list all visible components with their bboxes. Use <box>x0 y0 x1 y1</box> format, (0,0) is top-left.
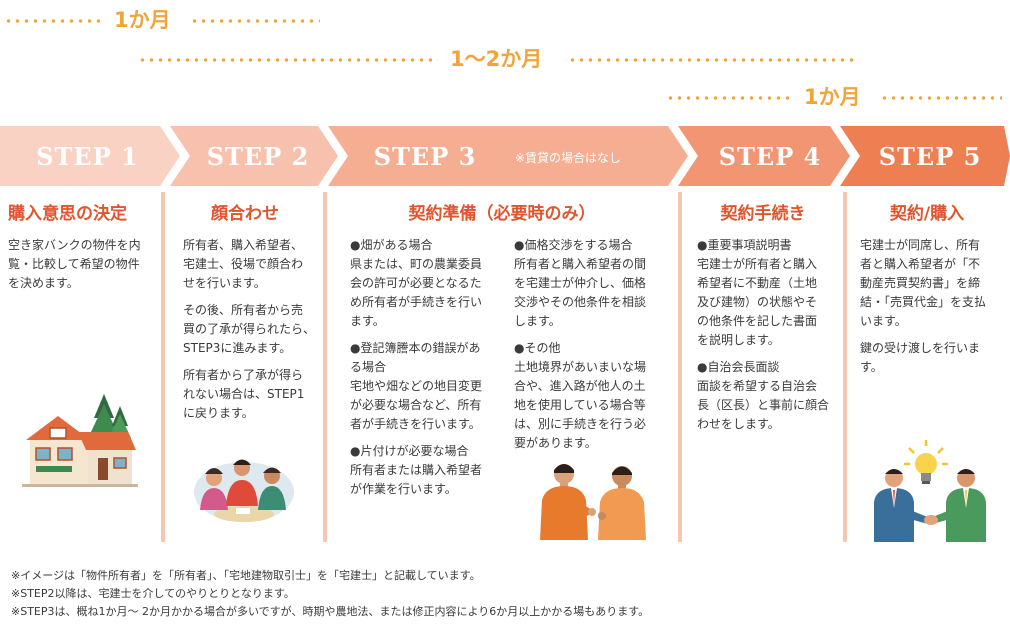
step2-label-wrap: STEP 2 <box>183 126 333 186</box>
step4-body: ●重要事項説明書 宅建士が所有者と購入 希望者に不動産（土地 及び建物）の状態や… <box>697 236 837 442</box>
column-divider <box>323 192 327 542</box>
column-divider <box>161 192 165 542</box>
step4-item: ●重要事項説明書 宅建士が所有者と購入 希望者に不動産（土地 及び建物）の状態や… <box>697 238 818 347</box>
step5-paragraph: 宅建士が同席し、所有 者と購入希望者が「不 動産売買契約書」を締 結・「売買代金… <box>860 238 987 328</box>
step2-label: STEP 2 <box>206 141 310 171</box>
step-chevrons <box>0 126 1010 186</box>
step4-label: STEP 4 <box>718 141 822 171</box>
step3-label-wrap: STEP 3 <box>345 126 505 186</box>
footnote-3: ※STEP3は、概ね1か月〜 2か月かかる場合が多いですが、時期や農地法、または… <box>11 605 650 618</box>
duration-step2-3: 1〜2か月 <box>450 47 543 71</box>
step1-body: 空き家バンクの物件を内 覧・比較して希望の物件 を決めます。 <box>8 236 158 301</box>
step3-chevron <box>328 126 688 186</box>
step3-item: ●価格交渉をする場合 所有者と購入希望者の間 を宅建士が仲介し、価格 交渉やその… <box>514 238 647 328</box>
duration-step1: 1か月 <box>114 8 171 32</box>
step5-label: STEP 5 <box>878 141 982 171</box>
step4-chevron <box>678 126 850 186</box>
timeline-dots <box>880 96 1002 100</box>
footnote-1: ※イメージは「物件所有者」を「所有者」、「宅地建物取引士」を「宅建士」と記載して… <box>11 569 481 582</box>
handshake-illustration <box>874 469 986 542</box>
step2-body: 所有者、購入希望者、 宅建士、役場で顔合わ せを行います。 その後、所有者から売… <box>183 236 323 431</box>
meeting-people-illustration <box>194 459 294 522</box>
step3-body-left: ●畑がある場合 県または、町の農業委員 会の許可が必要となるた め所有者が手続き… <box>350 236 505 507</box>
step3-title: 契約準備（必要時のみ） <box>408 204 596 224</box>
timeline-dots <box>138 58 438 62</box>
discussion-people-illustration <box>540 464 646 540</box>
step2-paragraph: 所有者から了承が得ら れない場合は、STEP1 に戻ります。 <box>183 368 305 420</box>
step1-label: STEP 1 <box>36 141 139 171</box>
step2-paragraph: 所有者、購入希望者、 宅建士、役場で顔合わ せを行います。 <box>183 238 304 290</box>
step3-note: ※賃貸の場合はなし <box>515 151 622 165</box>
step2-paragraph: その後、所有者から売 買の了承が得られたら、 STEP3に進みます。 <box>183 303 316 355</box>
step2-chevron <box>170 126 338 186</box>
step5-paragraph: 鍵の受け渡しを行いま す。 <box>860 341 981 374</box>
column-divider <box>678 192 682 542</box>
step5-body: 宅建士が同席し、所有 者と購入希望者が「不 動産売買契約書」を締 結・「売買代金… <box>860 236 1005 385</box>
step3-item: ●その他 土地境界があいまいな場 合や、進入路が他人の土 地を使用している場合等… <box>514 341 647 450</box>
lightbulb-icon <box>904 440 948 484</box>
step3-item: ●片付けが必要な場合 所有者または購入希望者 が作業を行います。 <box>350 444 483 496</box>
timeline-dots <box>666 96 792 100</box>
timeline-dots <box>4 19 104 23</box>
footnote-2: ※STEP2以降は、宅建士を介してのやりとりとなります。 <box>11 587 295 600</box>
step4-label-wrap: STEP 4 <box>695 126 845 186</box>
step5-title: 契約/購入 <box>889 204 965 224</box>
step1-chevron <box>0 126 180 186</box>
column-divider <box>843 192 847 542</box>
step3-body-right: ●価格交渉をする場合 所有者と購入希望者の間 を宅建士が仲介し、価格 交渉やその… <box>514 236 669 461</box>
step3-label: STEP 3 <box>373 141 477 171</box>
step3-item: ●畑がある場合 県または、町の農業委員 会の許可が必要となるた め所有者が手続き… <box>350 238 483 328</box>
timeline-dots <box>190 19 320 23</box>
step2-title: 顔合わせ <box>211 204 279 224</box>
step5-label-wrap: STEP 5 <box>855 126 1005 186</box>
step1-title: 購入意思の決定 <box>8 204 127 224</box>
step1-paragraph: 空き家バンクの物件を内 覧・比較して希望の物件 を決めます。 <box>8 238 141 290</box>
timeline-dots <box>568 58 858 62</box>
step5-chevron <box>840 126 1010 186</box>
duration-step4-5: 1か月 <box>804 85 861 109</box>
house-illustration <box>22 394 138 487</box>
step4-item: ●自治会長面談 面談を希望する自治会 長（区長）と事前に顔合 わせをします。 <box>697 360 830 431</box>
step1-label-wrap: STEP 1 <box>0 126 175 186</box>
step4-title: 契約手続き <box>720 204 806 224</box>
step3-item: ●登記簿謄本の錯誤があ る場合 宅地や畑などの地目変更 が必要な場合など、所有 … <box>350 341 483 431</box>
